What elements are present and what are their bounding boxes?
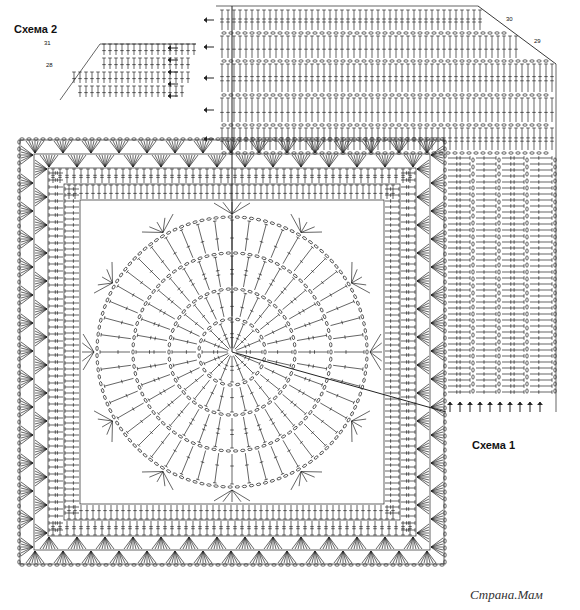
row-number: 28 [46,62,53,68]
watermark: Страна.Мам [470,588,543,601]
row-number: 29 [534,38,541,44]
chart-title: Схема 2 [14,24,57,35]
stitch-symbols [18,6,556,566]
row-number: 31 [44,40,51,46]
row-number: 30 [506,16,513,22]
chart-title: Схема 1 [472,440,515,451]
